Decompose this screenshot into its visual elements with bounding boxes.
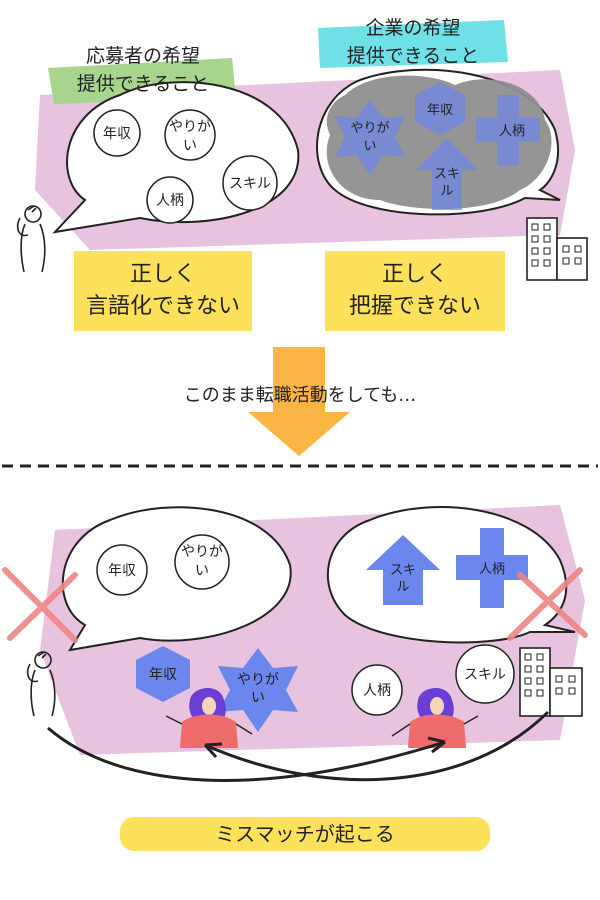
- company-problem-box: 正しく 把握できない: [325, 251, 505, 331]
- bottom-right-item-skill-a: スキ: [390, 563, 416, 578]
- floating-circle: [455, 644, 515, 704]
- mismatch-x-icon: [2, 567, 78, 643]
- company-header: 企業の希望 提供できること: [318, 14, 508, 70]
- woman-figure-left: [165, 687, 253, 748]
- applicant-item-salary: 年収: [103, 126, 131, 142]
- applicant-item-rewarding-a: やりが: [169, 119, 211, 135]
- floating-item-salary: 年収: [149, 667, 177, 683]
- company-header-line2: 提供できること: [346, 45, 480, 67]
- applicant-item-personality: 人柄: [156, 193, 184, 209]
- floating-item-personality: 人柄: [363, 683, 391, 699]
- building-windows: [531, 223, 582, 267]
- building-windows: [524, 653, 576, 697]
- floating-item-rewarding-b: い: [251, 690, 265, 706]
- applicant-header-line1: 応募者の希望: [85, 45, 200, 67]
- applicant-item-rewarding-b: い: [183, 138, 197, 154]
- company-hexagon-shape: [415, 82, 465, 135]
- floating-item-rewarding-a: やりが: [237, 672, 279, 688]
- company-item-skill-b: ル: [440, 184, 453, 199]
- woman-figure-right: [391, 687, 479, 748]
- crossing-arrow-right: [204, 710, 550, 782]
- company-problem-line2: 把握できない: [348, 294, 481, 319]
- bubble-circle: [174, 534, 230, 590]
- bottom-right-item-skill-b: ル: [396, 580, 409, 595]
- applicant-header-line2: 提供できること: [76, 73, 210, 95]
- company-item-rewarding-a: やりが: [350, 121, 389, 136]
- bottom-cross-shape: [456, 528, 528, 608]
- down-arrow-icon: [248, 347, 350, 456]
- applicant-item-skill: スキル: [229, 176, 271, 192]
- company-arrow-shape: [416, 138, 478, 210]
- applicant-problem-line1: 正しく: [129, 262, 196, 287]
- gray-cloud: [326, 75, 552, 210]
- thinking-person-icon: [26, 651, 56, 717]
- arrow-head: [427, 736, 446, 754]
- floating-item-skill: スキル: [464, 667, 506, 683]
- company-item-rewarding-b: い: [363, 139, 376, 154]
- bottom-arrow-shape: [366, 535, 440, 605]
- floating-hexagon-shape: [136, 646, 190, 702]
- crossing-arrow-left: [47, 726, 446, 782]
- mismatch-x-icon: [507, 567, 588, 641]
- mismatch-result-label: ミスマッチが起こる: [120, 817, 490, 851]
- thinking-person-icon: [16, 205, 46, 273]
- floating-circle: [351, 664, 403, 716]
- company-problem-line1: 正しく: [381, 262, 448, 287]
- company-star-shape: [335, 100, 405, 175]
- company-header-line1: 企業の希望: [365, 17, 461, 39]
- applicant-problem-line2: 言語化できない: [85, 294, 240, 319]
- office-building-icon: [519, 647, 583, 717]
- cyan-highlight: [318, 20, 508, 68]
- company-item-skill-a: スキ: [434, 167, 460, 182]
- bottom-left-item-rewarding-a: やりが: [181, 544, 223, 560]
- company-cross-shape: [476, 95, 540, 165]
- bottom-left-item-salary: 年収: [108, 563, 136, 579]
- bubble-circle: [164, 109, 216, 161]
- company-speech-bubble-bottom: [326, 506, 576, 644]
- transition-caption: このまま転職活動をしても…: [183, 385, 417, 406]
- bubble-circle: [146, 176, 194, 224]
- company-item-salary: 年収: [427, 103, 453, 118]
- applicant-header: 応募者の希望 提供できること: [48, 42, 238, 98]
- bubble-circle: [96, 544, 148, 596]
- bubble-circle: [222, 155, 278, 211]
- bubble-circle: [93, 109, 141, 157]
- arrow-head: [203, 742, 223, 759]
- office-building-icon: [526, 217, 588, 281]
- applicant-problem-box: 正しく 言語化できない: [74, 251, 252, 331]
- company-item-personality: 人柄: [499, 124, 525, 139]
- bottom-left-item-rewarding-b: い: [195, 563, 209, 579]
- bottom-right-item-personality: 人柄: [479, 562, 505, 577]
- floating-star-shape: [218, 648, 298, 732]
